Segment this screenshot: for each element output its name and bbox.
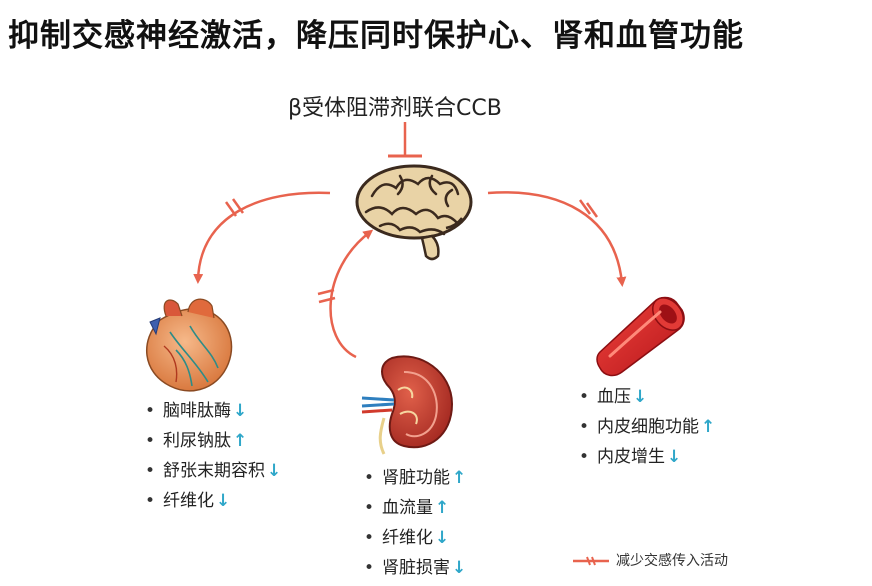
- trend-arrow: ↓: [452, 558, 467, 578]
- pathway-from-kidney: [317, 229, 374, 359]
- page-title: 抑制交感神经激活，降压同时保护心、肾和血管功能: [8, 18, 744, 54]
- brain-icon: [355, 164, 473, 261]
- list-item: 内皮细胞功能↑: [577, 412, 715, 442]
- list-item: 血流量↑: [362, 493, 466, 523]
- list-item: 肾脏损害↓: [362, 553, 466, 583]
- trend-arrow: ↓: [216, 491, 231, 511]
- trend-arrow: ↓: [667, 447, 682, 467]
- trend-arrow: ↑: [435, 498, 450, 518]
- list-item: 脑啡肽酶↓: [143, 396, 281, 426]
- trend-arrow: ↓: [267, 461, 282, 481]
- legend-label: 减少交感传入活动: [616, 553, 728, 569]
- trend-arrow: ↑: [233, 431, 248, 451]
- list-item: 内皮增生↓: [577, 442, 715, 472]
- kidney-effects-list: 肾脏功能↑ 血流量↑ 纤维化↓ 肾脏损害↓: [362, 463, 466, 583]
- drug-label: β受体阻滞剂联合CCB: [288, 96, 502, 121]
- trend-arrow: ↓: [233, 401, 248, 421]
- kidney-icon: [361, 355, 454, 455]
- list-item: 纤维化↓: [362, 523, 466, 553]
- list-item: 肾脏功能↑: [362, 463, 466, 493]
- heart-icon: [146, 298, 233, 392]
- vessel-effects-list: 血压↓ 内皮细胞功能↑ 内皮增生↓: [577, 382, 715, 472]
- legend: 减少交感传入活动: [572, 550, 728, 570]
- list-item: 舒张末期容积↓: [143, 456, 281, 486]
- list-item: 纤维化↓: [143, 486, 281, 516]
- pathway-to-heart: [193, 191, 331, 284]
- trend-arrow: ↑: [701, 417, 716, 437]
- trend-arrow: ↓: [435, 528, 450, 548]
- inhibition-symbol: [388, 122, 422, 158]
- legend-line-icon: [573, 556, 609, 566]
- blood-vessel-icon: [596, 296, 685, 377]
- trend-arrow: ↑: [452, 468, 467, 488]
- list-item: 利尿钠肽↑: [143, 426, 281, 456]
- pathway-to-vessel: [487, 191, 627, 287]
- list-item: 血压↓: [577, 382, 715, 412]
- trend-arrow: ↓: [633, 387, 648, 407]
- heart-effects-list: 脑啡肽酶↓ 利尿钠肽↑ 舒张末期容积↓ 纤维化↓: [143, 396, 281, 516]
